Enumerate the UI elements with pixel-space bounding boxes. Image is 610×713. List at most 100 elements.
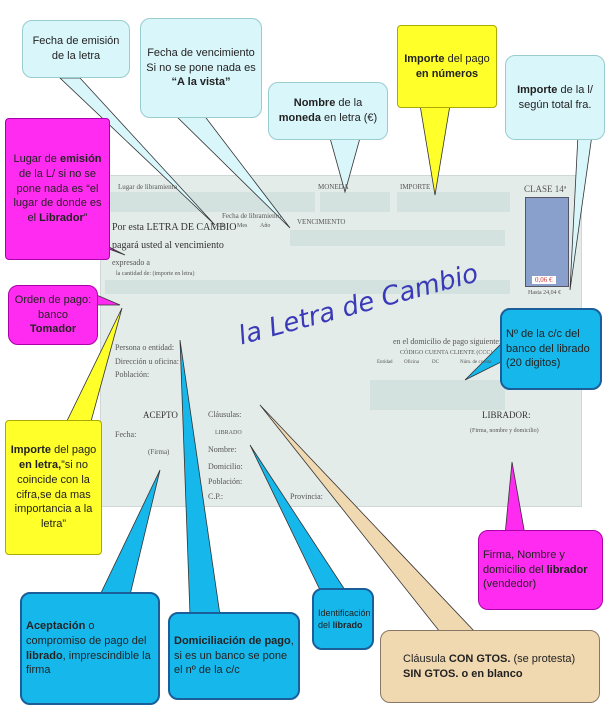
callout-importe-letra: Importe del pago en letra,”si no coincid… xyxy=(5,420,102,555)
firma-3-text: (vendedor) xyxy=(483,578,537,591)
stamp-note: Hasta 24,04 € xyxy=(528,290,562,296)
importe-num-2-text: del pago xyxy=(447,52,490,65)
callout-importe-numeros: Importe del pago en números xyxy=(397,25,497,108)
domic-1-text: Domiciliación de pago xyxy=(174,634,291,647)
importe-letra-4-text: ”si no coincide con la cifra,se da mas i… xyxy=(14,458,93,531)
callout-domiciliacion: Domiciliación de pago, si es un banco se… xyxy=(168,612,300,700)
clase-label: CLASE 14ª xyxy=(524,184,567,194)
stamp-value: 0,06 € xyxy=(532,276,556,284)
fecha-venc-1-text: Fecha de vencimiento xyxy=(147,46,255,59)
domicilio-pago-label: en el domicilio de pago siguiente: xyxy=(393,337,502,346)
oficina-label: Oficina xyxy=(404,360,419,365)
callout-lugar-emision: Lugar de emisión de la L/ si no se pone … xyxy=(5,118,110,260)
orden-1-text: Orden de pago: banco xyxy=(14,293,92,321)
cantidad-field-box xyxy=(105,280,510,294)
dia-label: Día xyxy=(217,223,226,229)
pointer-importe-total xyxy=(569,134,593,291)
moneda-4-text: en letra (€) xyxy=(324,112,378,124)
ident-2-text: librado xyxy=(332,620,363,630)
callout-moneda: Nombre de la moneda en letra (€) xyxy=(268,82,388,140)
firma-1-text: Firma, Nombre y domicilio del xyxy=(483,548,565,576)
callout-fecha-vencimiento: Fecha de vencimiento Si no se pone nada e… xyxy=(140,18,262,118)
clausulas-label: Cláusulas: xyxy=(208,410,242,419)
callout-clausula: Cláusula CON GTOS. (se protesta) SIN GTOS… xyxy=(380,630,600,703)
cp-label: C.P.: xyxy=(208,492,224,501)
persona-label: Persona o entidad: xyxy=(115,343,175,352)
fecha-venc-3-text: “A la vista” xyxy=(171,76,231,89)
importe-total-2-text: de la l/ según total fra. xyxy=(518,83,593,111)
pointer-fecha-emision xyxy=(58,77,216,226)
cantidad-label: la cantidad de: (importe en letra) xyxy=(116,271,195,277)
cc-1-text: Nº de la c/c del banco del librado (20 d… xyxy=(506,327,590,370)
callout-importe-total: Importe de la l/ según total fra. xyxy=(505,55,605,140)
callout-identificacion-librado: Identificación del librado xyxy=(312,588,374,650)
importe-num-1-text: Importe xyxy=(404,52,445,65)
importe-letra-1-text: Importe xyxy=(10,443,52,456)
domic-2-text: , si es un banco se pone el nº de la c/c xyxy=(174,634,294,677)
moneda-field-box xyxy=(320,192,390,212)
firma-label: (Firma) xyxy=(148,448,170,456)
clausula-2-text: CON GTOS. xyxy=(448,652,511,665)
lugar-4-text: Librador xyxy=(39,212,84,225)
ano-label: Año xyxy=(260,223,271,229)
fecha-libramiento: Fecha de libramiento xyxy=(222,212,282,220)
vencimiento-field-box xyxy=(290,230,505,246)
fecha-label: Fecha: xyxy=(115,430,137,439)
tax-stamp xyxy=(525,197,569,287)
callout-cuenta-corriente: Nº de la c/c del banco del librado (20 d… xyxy=(500,308,602,390)
aceptacion-4-text: , imprescindible la firma xyxy=(26,649,151,677)
provincia-label: Provincia: xyxy=(290,492,323,501)
importe-num-3-text: en números xyxy=(415,67,479,80)
importe-label: IMPORTE xyxy=(400,183,431,191)
moneda-label: MONEDA xyxy=(318,183,349,191)
clausula-1-text: Cláusula xyxy=(403,652,446,665)
lugar-3-text: de la L/ si no se pone nada es “el lugar… xyxy=(13,167,102,225)
moneda-2-text: de la xyxy=(338,97,363,110)
domicilio-label: Domicilio: xyxy=(208,462,243,471)
fecha-venc-2-text: Si no se pone nada es xyxy=(146,61,256,74)
pointer-aceptacion xyxy=(99,469,161,596)
moneda-3-text: moneda xyxy=(278,112,321,124)
importe-letra-3-text: en letra, xyxy=(18,458,62,471)
aceptacion-1-text: Aceptación xyxy=(26,619,86,632)
num-cuenta-label: Núm. de cuenta xyxy=(460,360,492,365)
callout-fecha-emision: Fecha de emisión de la letra xyxy=(22,20,130,78)
pointer-importe-numeros xyxy=(419,104,451,196)
importe-letra-2-text: del pago xyxy=(54,443,97,456)
direccion-label: Dirección u oficina: xyxy=(115,357,179,366)
letra-line2: pagará usted al vencimiento xyxy=(112,240,224,251)
mes-label: Mes xyxy=(237,223,248,229)
moneda-1-text: Nombre xyxy=(293,97,336,110)
clausula-3-text: (se protesta) xyxy=(513,652,576,665)
librador-note: (Firma, nombre y domicilio) xyxy=(470,428,539,434)
lugar-2-text: emisión xyxy=(59,152,102,165)
firma-2-text: librador xyxy=(546,563,588,576)
ccc-field-box xyxy=(370,380,505,410)
ident-1-text: Identificación del xyxy=(318,607,371,630)
vencimiento-label: VENCIMIENTO xyxy=(297,218,346,226)
letra-line3: expresado a xyxy=(112,258,150,267)
pointer-identificacion xyxy=(249,444,346,591)
dc-label: DC xyxy=(432,360,439,365)
clausula-4-text: SIN GTOS. xyxy=(403,667,459,680)
poblacion2-label: Población: xyxy=(208,477,243,486)
importe-field-box xyxy=(397,192,510,212)
librado-label: LIBRADO xyxy=(215,430,242,436)
poblacion-label: Población: xyxy=(115,370,150,379)
lugar-1-text: Lugar de xyxy=(13,152,57,165)
aceptacion-3-text: librado xyxy=(26,649,63,662)
letra-line1: Por esta LETRA DE CAMBIO xyxy=(112,222,237,233)
librador-label: LIBRADOR: xyxy=(482,410,531,420)
clausula-5-text: o en blanco xyxy=(461,667,523,680)
callout-firma-librador: Firma, Nombre y domicilio del librador (… xyxy=(478,530,603,610)
entidad-label: Entidad xyxy=(377,360,393,365)
importe-total-1-text: Importe xyxy=(517,83,558,96)
lugar-label: Lugar de libramiento xyxy=(118,183,178,191)
orden-2-text: Tomador xyxy=(29,323,77,336)
callout-aceptacion: Aceptación o compromiso de pago del libr… xyxy=(20,592,160,705)
pointer-firma-librador xyxy=(504,461,526,536)
aceptacion-2-text: o compromiso de pago del xyxy=(26,619,147,647)
fecha-emision-text: Fecha de emisión de la letra xyxy=(32,35,120,62)
